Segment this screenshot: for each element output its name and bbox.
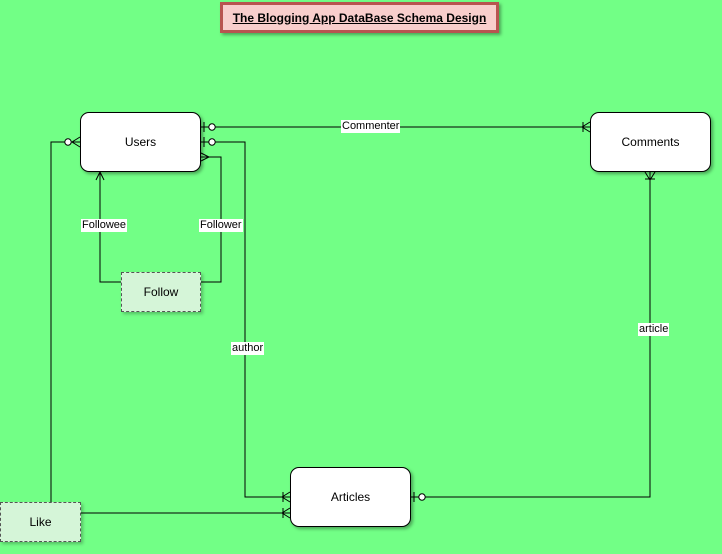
label-followee: Followee xyxy=(81,219,128,232)
entity-articles[interactable]: Articles xyxy=(290,467,411,527)
edge-like-users xyxy=(50,141,80,503)
edge-article xyxy=(411,172,651,498)
entity-comments[interactable]: Comments xyxy=(590,112,711,172)
label-article: article xyxy=(638,323,670,336)
entity-users[interactable]: Users xyxy=(80,112,201,172)
label-commenter: Commenter xyxy=(341,120,401,133)
entity-follow[interactable]: Follow xyxy=(121,272,201,312)
label-author: author xyxy=(231,342,265,355)
entity-like[interactable]: Like xyxy=(0,502,81,542)
label-follower: Follower xyxy=(199,219,243,232)
diagram-title: The Blogging App DataBase Schema Design xyxy=(220,2,499,33)
edge-author xyxy=(201,141,290,498)
edge-followee xyxy=(99,172,121,283)
